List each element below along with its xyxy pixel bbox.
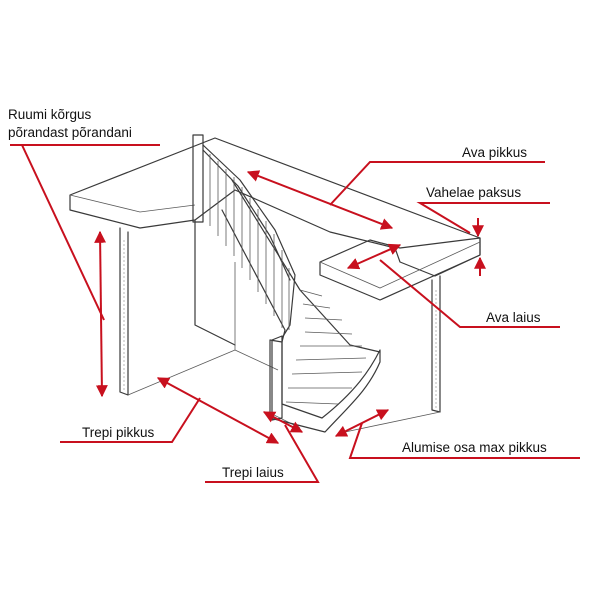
stair-length-arrow [156, 377, 280, 444]
back-wall [194, 219, 236, 346]
upper-floor-slab [69, 137, 481, 277]
stair-width-arrow [262, 411, 304, 433]
balusters [209, 154, 290, 330]
room-height-label-line1: Ruumi kõrgus [8, 107, 92, 122]
stair-length-leader [60, 397, 201, 443]
stair-width-label: Trepi laius [222, 465, 284, 480]
opening-width-label: Ava laius [486, 310, 541, 325]
room-height-arrow [94, 230, 108, 398]
room-height-leader-diag [21, 144, 105, 321]
bottom-newel-post [271, 335, 283, 421]
room-drawing [69, 134, 481, 433]
left-wall [119, 227, 129, 396]
opening-width-arrow [346, 243, 402, 270]
ceiling-thickness-leader [416, 202, 550, 234]
opening-width-leader [379, 259, 560, 328]
opening-length-arrow [246, 170, 394, 230]
dimension-annotations [10, 144, 580, 483]
stair-stringer [269, 339, 381, 433]
stair-width-leader [205, 424, 320, 483]
ceiling-thickness-label: Vahelae paksus [426, 185, 521, 200]
handrail [202, 144, 296, 339]
lower-max-length-label: Alumise osa max pikkus [402, 440, 547, 455]
lower-max-length-leader [348, 422, 580, 459]
labels: Ruumi kõrgus põrandast põrandani Ava pik… [8, 107, 547, 480]
landing-slab [319, 237, 481, 301]
stair-treads [285, 289, 367, 405]
top-newel-post [192, 134, 204, 223]
stair-length-label: Trepi pikkus [82, 425, 155, 440]
floor-lines [127, 349, 441, 433]
opening-length-label: Ava pikkus [462, 145, 527, 160]
right-wall [431, 275, 441, 413]
room-height-label-line2: põrandast põrandani [8, 125, 132, 140]
